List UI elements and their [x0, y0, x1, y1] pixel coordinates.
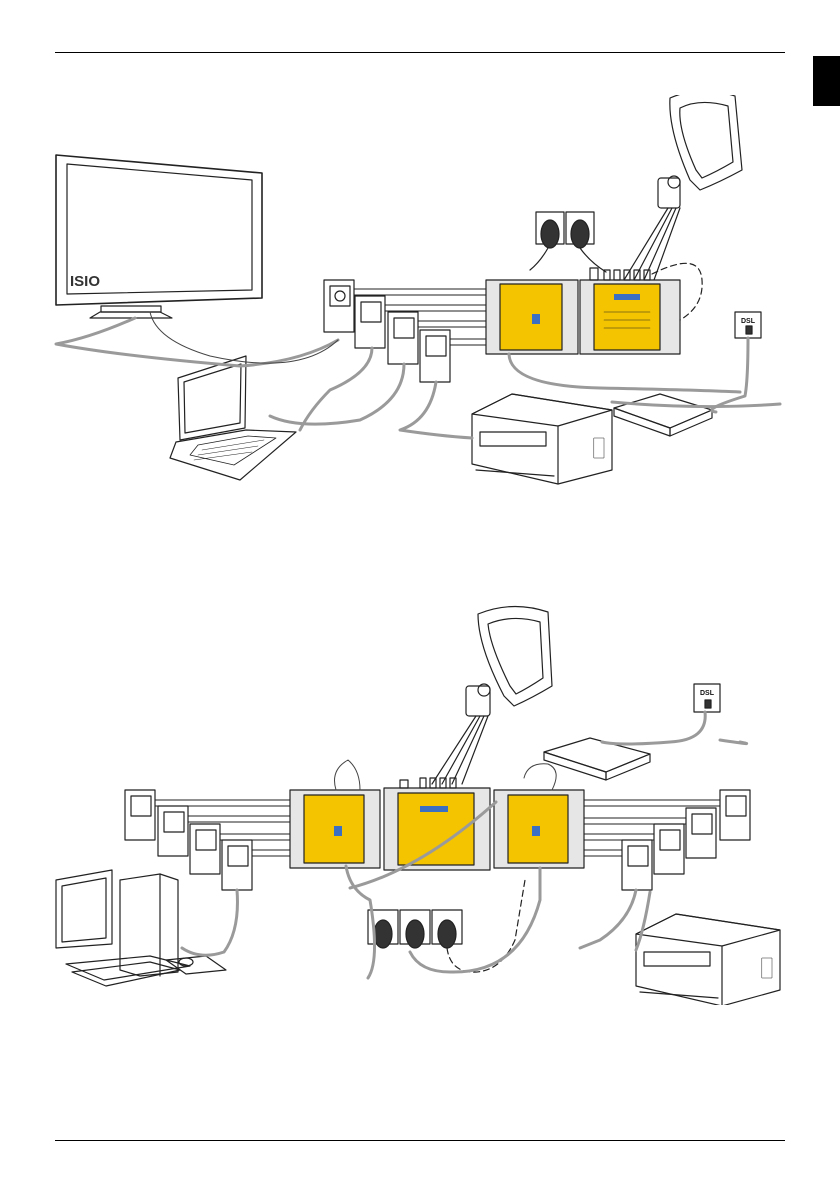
figure-1-network-diagram: ISIO: [0, 95, 840, 500]
dsl-socket-icon-2: DSL: [694, 684, 720, 712]
printer-icon: [472, 394, 612, 484]
antenna-icon-2: [432, 606, 552, 784]
footer-rule: [55, 1140, 785, 1141]
multiswitch-block-1: [486, 263, 702, 354]
router-icon: [614, 394, 712, 436]
dsl-socket-icon: DSL: [735, 312, 761, 338]
figure-2-network-diagram: DSL: [0, 600, 840, 1005]
multiswitch-block-2: [290, 778, 584, 870]
printer-icon-2: [636, 914, 780, 1005]
header-rule: [55, 52, 785, 53]
dsl-label: DSL: [741, 318, 756, 325]
antenna-icon: [624, 95, 742, 280]
dsl-label-2: DSL: [700, 690, 715, 697]
power-socket-pair-icon: [530, 212, 606, 272]
tv-icon: ISIO: [56, 155, 262, 318]
desktop-pc-icon: [56, 870, 226, 986]
tv-brand-label: ISIO: [70, 273, 100, 290]
